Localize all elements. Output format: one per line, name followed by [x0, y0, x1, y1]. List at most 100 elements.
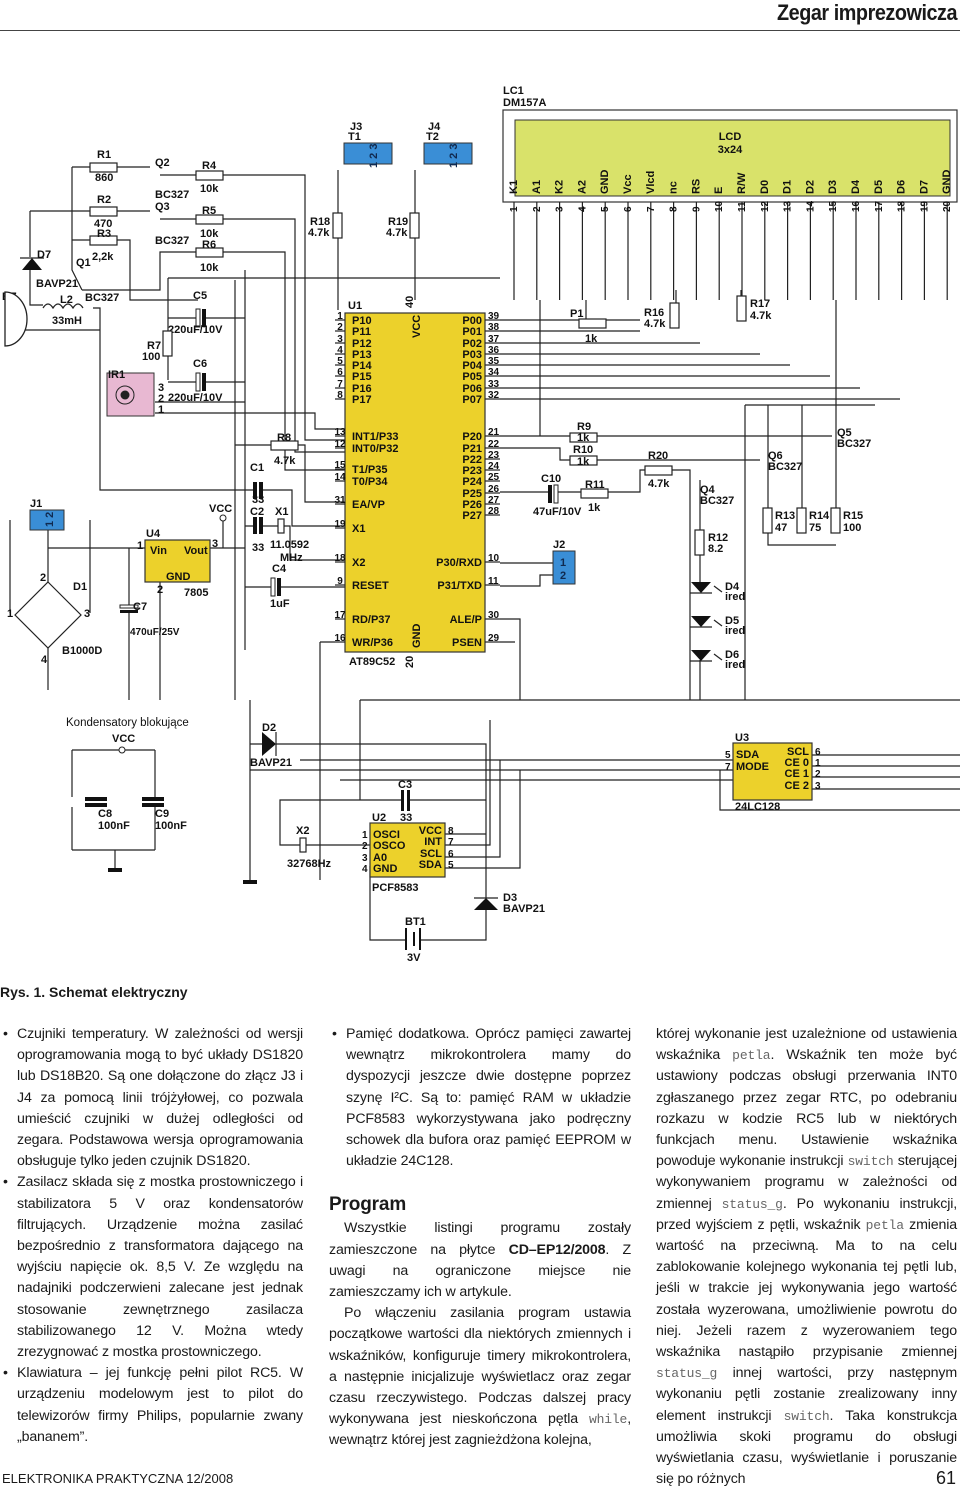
svg-text:C2: C2: [250, 506, 264, 518]
svg-text:LC1: LC1: [503, 85, 524, 97]
svg-text:D5: D5: [725, 615, 739, 627]
svg-text:32768Hz: 32768Hz: [287, 858, 332, 870]
svg-text:C9: C9: [155, 808, 169, 820]
svg-text:DM157A: DM157A: [503, 97, 546, 109]
u1-pin-number: 11: [488, 576, 499, 587]
svg-text:C7: C7: [133, 601, 147, 613]
bullet-item: Zasilacz składa się z mostka prostownicz…: [0, 1172, 303, 1363]
svg-text:R17: R17: [750, 298, 770, 310]
u1-pin-name: P01: [462, 326, 482, 338]
u1-pin-number: 27: [488, 495, 500, 506]
svg-text:J2: J2: [553, 539, 565, 551]
lcd-pin-name: nc: [668, 181, 680, 194]
svg-text:R6: R6: [202, 239, 216, 251]
u1-pin-number: 16: [334, 633, 346, 644]
u1-pin-number: 26: [488, 484, 500, 495]
svg-text:J3: J3: [350, 121, 362, 133]
svg-text:7: 7: [725, 762, 731, 773]
svg-text:BC327: BC327: [155, 189, 189, 201]
u1-pin-name: P04: [462, 360, 482, 372]
paragraph: Po włączeniu zasilania program ustawia p…: [329, 1305, 631, 1449]
svg-text:1: 1: [362, 830, 368, 841]
svg-text:20: 20: [404, 656, 416, 668]
u1-pin-name: P14: [352, 360, 372, 372]
lcd-pin-number: 3: [555, 206, 566, 212]
svg-text:R15: R15: [843, 510, 863, 522]
header-rule: [0, 30, 960, 31]
svg-text:2: 2: [560, 570, 566, 582]
buzzer: [4, 291, 28, 347]
svg-text:24LC128: 24LC128: [735, 801, 780, 813]
svg-text:OSCI: OSCI: [373, 829, 400, 841]
svg-text:220uF/10V: 220uF/10V: [168, 392, 223, 404]
lcd-pin-number: 9: [691, 206, 702, 212]
svg-text:100: 100: [142, 351, 160, 363]
u1-pin-number: 17: [334, 610, 346, 621]
svg-text:1: 1: [560, 557, 566, 569]
svg-text:3: 3: [84, 608, 90, 620]
svg-text:33: 33: [252, 542, 264, 554]
inline-code: status_g: [721, 1196, 783, 1212]
u1-pin-name: P31/TXD: [437, 580, 482, 592]
svg-text:J1: J1: [30, 498, 42, 510]
u1-pin-number: 15: [334, 460, 346, 471]
lcd-pin-name: D7: [918, 180, 930, 194]
u1-pin-number: 10: [488, 553, 500, 564]
bullet-item: Pamięć dodatkowa. Oprócz pamięci zawarte…: [329, 1024, 631, 1172]
svg-text:75: 75: [809, 522, 821, 534]
svg-text:100nF: 100nF: [155, 820, 187, 832]
paragraph: Wszystkie listingi programu zostały zami…: [329, 1220, 632, 1301]
svg-text:BC327: BC327: [768, 461, 802, 473]
u1-pin-number: 21: [488, 427, 500, 438]
svg-text:10k: 10k: [200, 228, 219, 240]
svg-text:R1: R1: [97, 149, 111, 161]
inline-code: petla: [732, 1048, 771, 1064]
svg-text:Q5: Q5: [837, 427, 852, 439]
svg-text:CE 2: CE 2: [785, 780, 809, 792]
svg-text:R16: R16: [644, 307, 664, 319]
svg-text:4: 4: [41, 654, 48, 666]
svg-text:1: 1: [137, 540, 143, 552]
lcd-pin-name: D3: [827, 180, 839, 194]
lcd-pin-number: 7: [646, 206, 657, 212]
u1-pin-number: 29: [488, 633, 500, 644]
svg-text:D7: D7: [37, 249, 51, 261]
svg-text:47uF/10V: 47uF/10V: [533, 506, 582, 518]
u1-pin-number: 36: [488, 345, 500, 356]
ir-receiver-ir1: [106, 372, 155, 417]
u1-pin-number: 25: [488, 472, 500, 483]
svg-text:C6: C6: [193, 358, 207, 370]
svg-text:R5: R5: [202, 205, 216, 217]
lcd-pin-name: D1: [782, 180, 794, 194]
svg-text:D2: D2: [262, 722, 276, 734]
u1-pin-number: 23: [488, 450, 500, 461]
svg-text:1k: 1k: [577, 432, 590, 444]
svg-text:AT89C52: AT89C52: [349, 656, 395, 668]
svg-text:X2: X2: [296, 825, 309, 837]
svg-text:4.7k: 4.7k: [644, 318, 666, 330]
svg-text:33mH: 33mH: [52, 315, 82, 327]
svg-text:5: 5: [725, 750, 731, 761]
lcd-pins: 1K12A13K24A25GND6Vcc7Vlcd8nc9RS10E11R/W1…: [508, 170, 953, 300]
svg-text:3: 3: [158, 382, 164, 394]
svg-text:BC327: BC327: [837, 438, 871, 450]
lcd-pin-number: 8: [669, 206, 680, 212]
lcd-pin-name: K1: [508, 180, 520, 194]
u1-pin-number: 28: [488, 506, 500, 517]
u1-pin-name: P27: [462, 510, 482, 522]
lcd-pin-name: RS: [690, 179, 702, 194]
inline-code: switch: [783, 1408, 830, 1424]
svg-text:2: 2: [40, 572, 46, 584]
lcd-pin-name: Vlcd: [645, 171, 657, 194]
inductor-l2: [42, 303, 84, 310]
svg-text:R4: R4: [202, 160, 217, 172]
bridge-d1: [14, 581, 82, 649]
u1-pin-name: P22: [462, 454, 482, 466]
svg-text:Q6: Q6: [768, 450, 783, 462]
inline-code: while: [588, 1412, 628, 1428]
u1-pin-number: 14: [334, 472, 346, 483]
svg-text:470uF/25V: 470uF/25V: [130, 627, 180, 638]
svg-text:VCC: VCC: [411, 315, 423, 338]
svg-text:4.7k: 4.7k: [274, 455, 296, 467]
svg-text:4.7k: 4.7k: [386, 227, 408, 239]
